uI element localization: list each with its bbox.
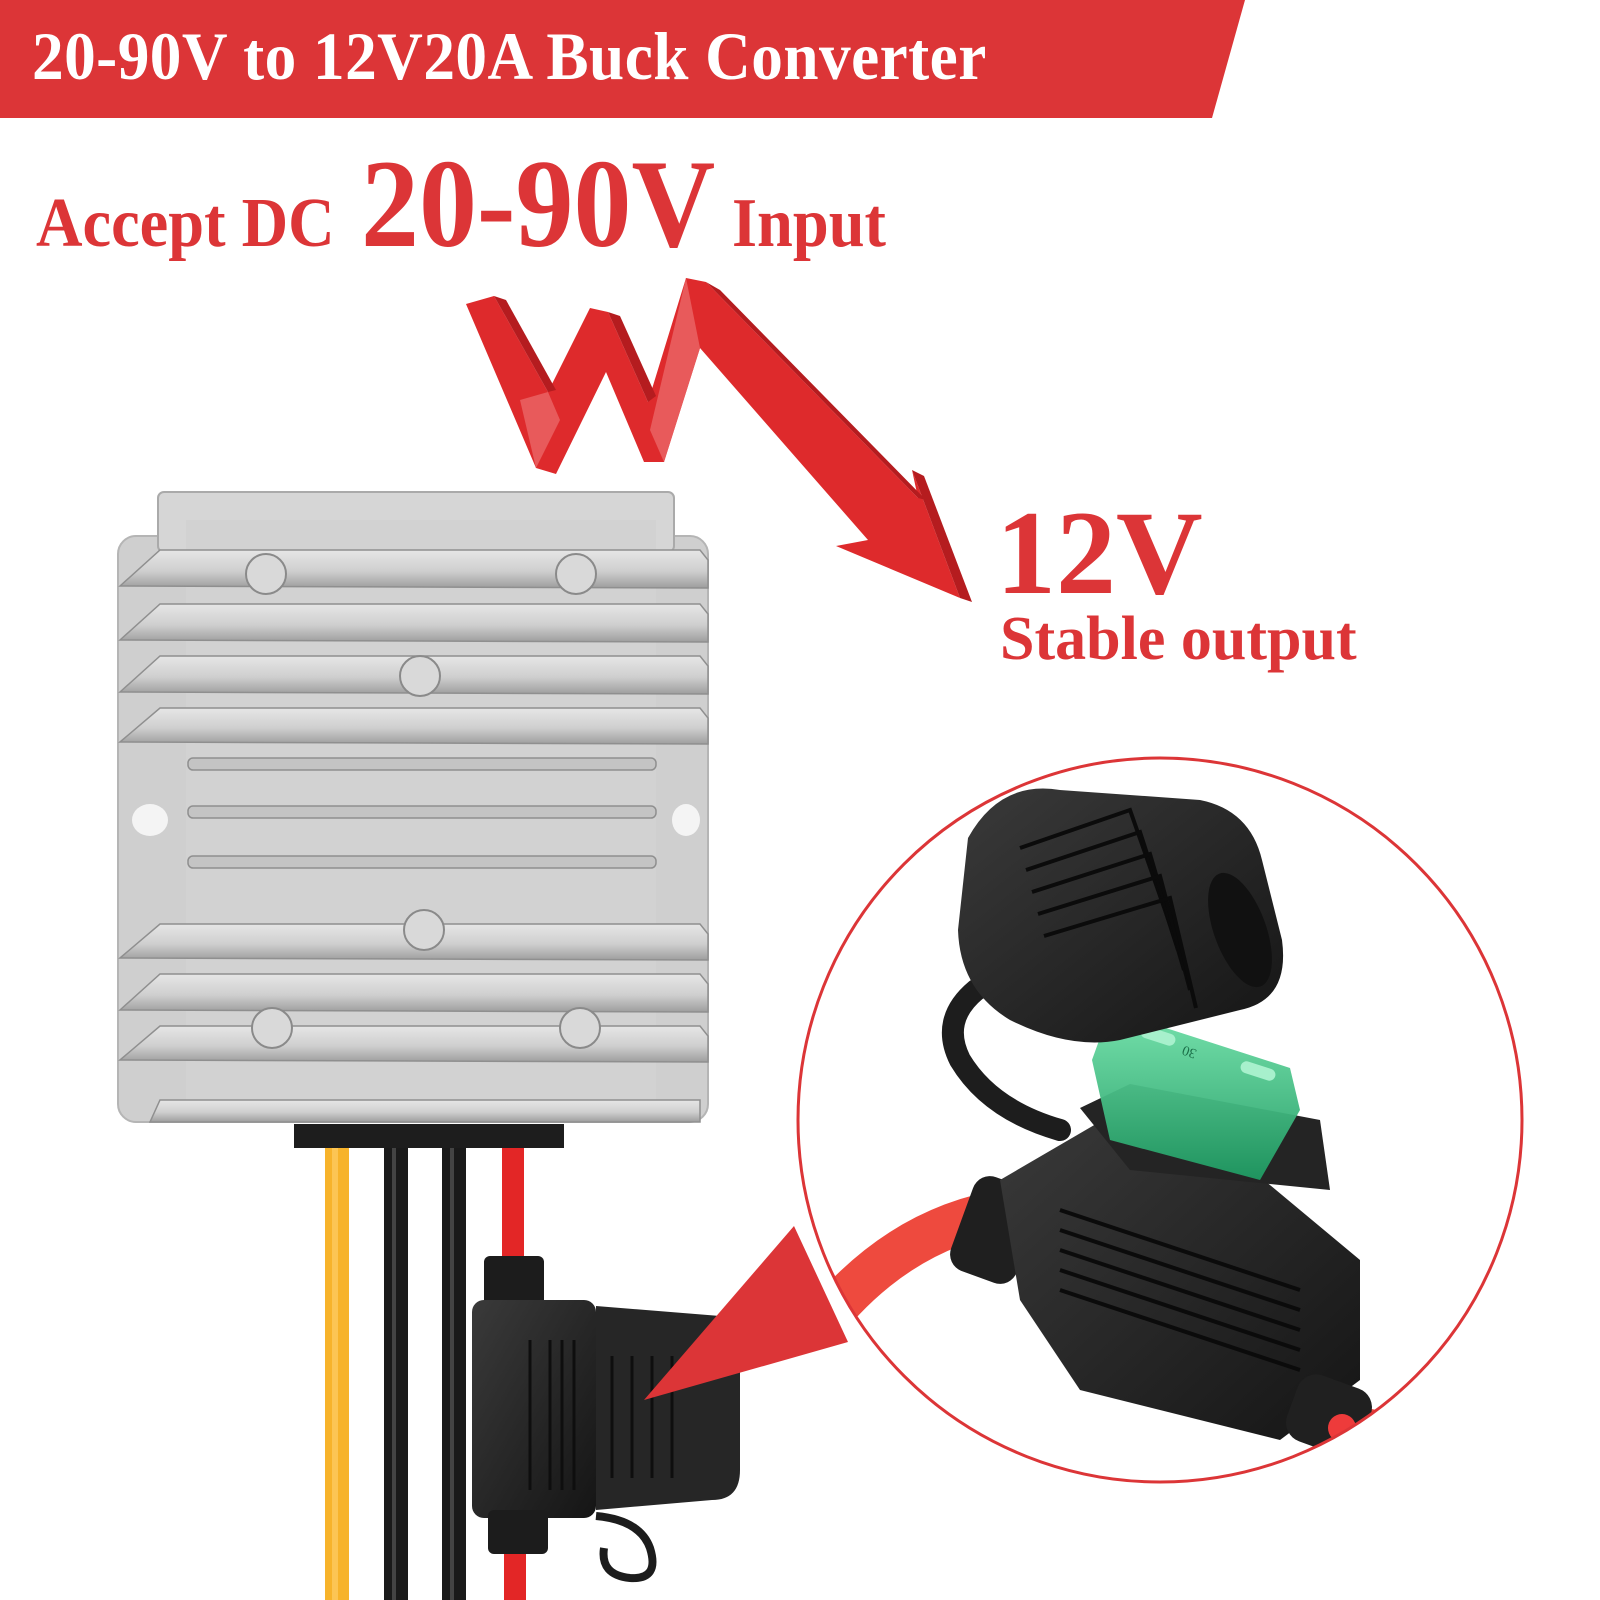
detail-circle-border [796,756,1524,1484]
screw [399,655,441,697]
output-label: Stable output [1000,605,1357,673]
screw [555,553,597,595]
screw [245,553,287,595]
trend-down-arrow-icon [466,278,972,602]
cable-gland [294,1124,564,1148]
banner-title: 20-90V to 12V20A Buck Converter [32,18,987,94]
wire-black [384,1148,408,1600]
screw [559,1007,601,1049]
wire-red [502,1148,524,1268]
wire-yellow [325,1148,349,1600]
blade-fuse: 30 [1092,1010,1300,1180]
detail-callout: 30 [796,756,1524,1484]
banner-background [0,0,1245,118]
output-wires [325,1148,526,1600]
mounting-hole [672,804,700,836]
converter-heatsink [117,491,709,1123]
fuse-rating-text: 30 [1180,1042,1198,1061]
output-voltage: 12V [996,486,1203,619]
inline-fuse-holder [472,1256,740,1583]
wire-black [442,1148,466,1600]
input-suffix: Input [731,185,886,262]
title-banner: 20-90V to 12V20A Buck Converter [0,0,1600,118]
input-prefix: Accept DC [36,185,335,262]
callout-pointer-icon [644,1226,848,1400]
input-voltage: 20-90V [360,135,715,274]
screw [251,1007,293,1049]
input-spec: Accept DC 20-90V Input [36,140,899,280]
screw [403,909,445,951]
mounting-hole [132,804,168,836]
